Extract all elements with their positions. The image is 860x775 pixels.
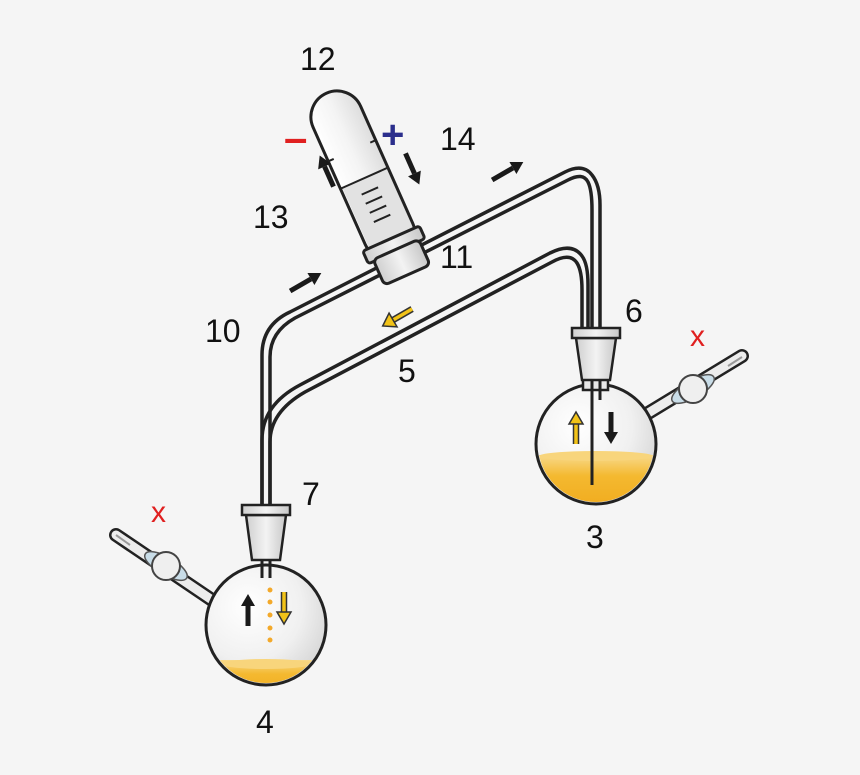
- label-10: 10: [205, 313, 241, 349]
- flask-3: [534, 326, 749, 506]
- label-14: 14: [440, 121, 476, 157]
- label-4: 4: [256, 704, 274, 740]
- plus-sign: +: [381, 113, 404, 157]
- side-arm-left: [109, 528, 219, 607]
- arrow-up-yellow-3: [567, 410, 585, 444]
- arrow-up-right-10: [288, 272, 322, 294]
- arrow-from-plus: [403, 152, 421, 185]
- label-6: 6: [625, 293, 643, 329]
- minus-sign: –: [284, 114, 307, 161]
- inner-tube-5: [260, 246, 590, 505]
- flow-arrows: [241, 152, 618, 626]
- arrow-up-right-14: [490, 161, 524, 183]
- x-mark-right: x: [690, 320, 705, 353]
- number-labels: 12 14 13 11 10 5 6 7 3 4: [205, 41, 643, 740]
- outer-tube-10-14-6: [260, 166, 602, 505]
- droplets: [267, 587, 273, 643]
- arrow-up-black-4: [241, 594, 255, 626]
- x-mark-left: x: [151, 496, 166, 529]
- label-3: 3: [586, 519, 604, 555]
- vial-12: [309, 89, 431, 286]
- arrow-down-left-5: [381, 306, 414, 328]
- label-7: 7: [302, 476, 320, 512]
- side-arm-right: [633, 349, 749, 425]
- flask-4: [109, 503, 328, 687]
- label-11: 11: [440, 239, 473, 275]
- label-5: 5: [398, 353, 416, 389]
- arrow-down-black-3: [604, 412, 618, 444]
- arrow-down-yellow-4: [275, 592, 293, 626]
- label-12: 12: [300, 41, 336, 77]
- label-13: 13: [253, 199, 289, 235]
- arrow-toward-minus: [318, 155, 336, 188]
